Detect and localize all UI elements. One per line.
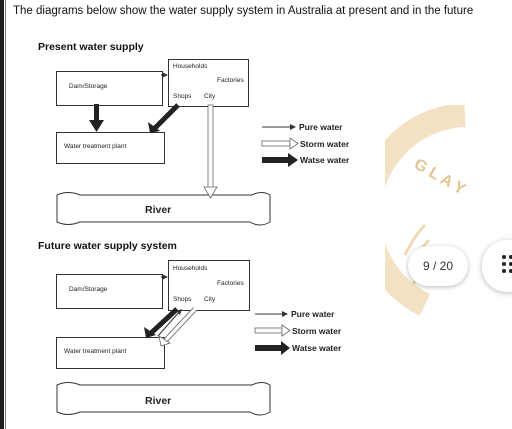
future-city-box: Households Factories Shops City [168,260,250,311]
future-dam-label: Dam/Storage [69,286,108,293]
future-treatment-box: Water treatment plant [56,337,165,369]
window-frame-border [0,0,4,429]
future-households-label: Households [173,265,208,272]
present-legend-pure-label: Pure water [299,122,343,132]
present-dam-label: Dam/Storage [69,83,108,90]
future-waste-arrow-city-to-plant [148,307,179,336]
future-dam-box: Dam/Storage [56,274,163,309]
page-indicator: 9 / 20 [408,246,468,286]
future-city-label: City [204,296,216,303]
present-legend-waste-label: Watse water [300,155,350,165]
future-legend-waste-label: Watse water [292,343,342,353]
present-treatment-box: Water treatment plant [56,132,165,164]
future-legend-waste-arrow [255,345,281,351]
present-waste-arrow-city-to-plant [153,103,180,130]
window-frame-inner-border [5,0,6,429]
future-pure-arrow-plant-to-city [157,310,181,337]
present-legend-storm-arrow [261,140,291,147]
present-city-box: Households Factories Shops City [168,59,249,107]
future-factories-label: Factories [217,280,244,287]
present-shops-label: Shops [173,93,192,100]
future-section-title: Future water supply system [38,240,177,252]
future-treatment-label: Water treatment plant [64,348,127,355]
present-households-label: Households [173,63,208,70]
present-city-label: City [204,93,216,100]
page-heading: The diagrams below show the water supply… [13,5,474,17]
present-treatment-label: Water treatment plant [64,143,127,150]
future-river-label: River [145,395,172,407]
present-waste-arrow-dam-down [94,104,99,122]
future-legend-storm-label: Storm water [292,326,342,336]
svg-text:★: ★ [437,192,451,209]
future-legend-pure-label: Pure water [291,309,335,319]
dots-grid-icon [502,255,506,259]
present-river-shape [56,192,271,226]
present-dam-box: Dam/Storage [56,71,163,106]
future-shops-label: Shops [173,296,192,303]
future-legend-storm-arrow [254,327,283,334]
future-river-shape [56,382,271,416]
present-legend-waste-arrow [262,157,288,163]
present-storm-arrow-city-to-river [207,104,214,189]
present-river-label: River [145,204,172,216]
present-section-title: Present water supply [38,41,144,53]
present-legend-storm-label: Storm water [300,139,350,149]
present-factories-label: Factories [217,77,244,84]
